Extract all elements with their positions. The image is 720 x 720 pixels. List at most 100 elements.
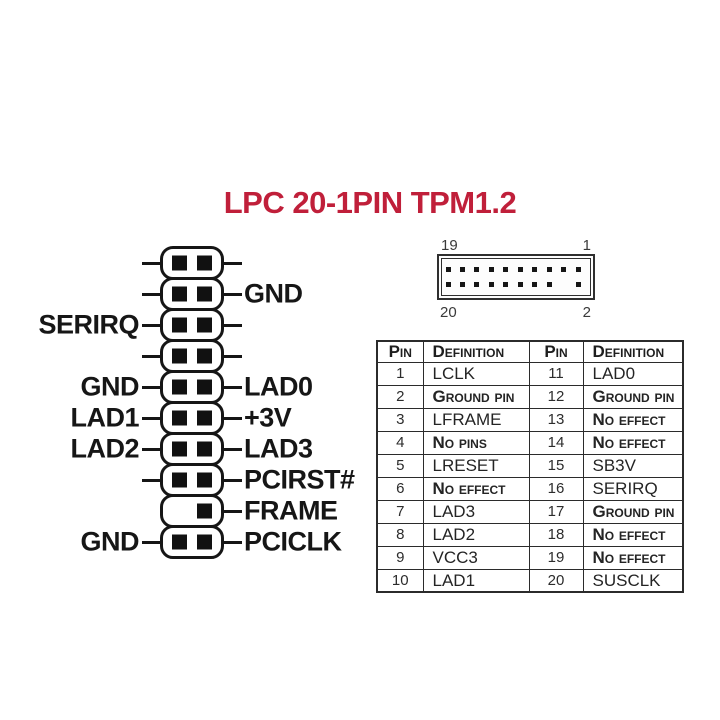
connector-diagram: 19 1 20 2 xyxy=(437,237,595,321)
pin-definition-cell: No effect xyxy=(422,476,530,501)
pin-contact-left xyxy=(172,255,187,271)
pin-definition-cell: LAD1 xyxy=(422,568,530,593)
connector-pin-dot xyxy=(445,282,451,287)
signal-label-gnd: GND xyxy=(80,526,140,557)
pin-definition-cell: VCC3 xyxy=(422,545,530,570)
wire-right xyxy=(221,416,242,420)
pin-definition-cell: No effect xyxy=(582,545,684,570)
pin-contact-left xyxy=(172,379,187,395)
pin-contact-left xyxy=(172,472,187,488)
wire-left xyxy=(142,478,163,482)
connector-pin-dot xyxy=(503,267,509,272)
pin-number-cell: 14 xyxy=(528,430,584,455)
wire-right xyxy=(221,261,242,265)
connector-pin-dot xyxy=(503,282,509,287)
signal-label-lad0: LAD0 xyxy=(244,371,313,402)
pin-definition-cell: SUSCLK xyxy=(582,568,684,593)
pin-number-cell: 12 xyxy=(528,384,584,409)
signal-label-gnd: GND xyxy=(244,278,303,309)
pin-contact-left xyxy=(172,286,187,302)
connector-body xyxy=(437,254,595,300)
pin-number-cell: 18 xyxy=(528,522,584,547)
connector-pin-dot xyxy=(546,267,552,272)
pin-number-cell: 3 xyxy=(376,407,424,432)
pin-definition-cell: SB3V xyxy=(582,453,684,478)
pin-definition-cell: SERIRQ xyxy=(582,476,684,501)
wire-right xyxy=(221,447,242,451)
pin-number-cell: 4 xyxy=(376,430,424,455)
connector-pin-dot xyxy=(532,267,538,272)
connector-inner-outline xyxy=(441,258,591,296)
pin-header-row-1 xyxy=(142,246,242,280)
pin-definition-cell: LAD3 xyxy=(422,499,530,524)
connector-pin-dot xyxy=(459,282,465,287)
pin-contact-left xyxy=(172,410,187,426)
pin-number-cell: 20 xyxy=(528,568,584,593)
col-header-definition: Definition xyxy=(582,340,684,363)
pin-number-cell: 9 xyxy=(376,545,424,570)
pin-number-cell: 15 xyxy=(528,453,584,478)
pin-contact-right xyxy=(197,441,212,457)
pin-definition-cell: No pins xyxy=(422,430,530,455)
pin-number-cell: 7 xyxy=(376,499,424,524)
pin-number-cell: 10 xyxy=(376,568,424,593)
pin-definition-cell: No effect xyxy=(582,407,684,432)
pin-number-cell: 2 xyxy=(376,384,424,409)
pin-number-cell: 17 xyxy=(528,499,584,524)
signal-label-lad1: LAD1 xyxy=(70,402,139,433)
connector-pin-dot xyxy=(561,267,567,272)
pin-definition-cell: Ground pin xyxy=(582,384,684,409)
pin-definition-cell: LRESET xyxy=(422,453,530,478)
connector-pin2-label: 2 xyxy=(582,304,591,321)
wire-right xyxy=(221,478,242,482)
wire-left xyxy=(142,385,163,389)
connector-pin-dot xyxy=(445,267,451,272)
page-title: LPC 20-1PIN TPM1.2 xyxy=(223,185,517,220)
connector-pin-dot xyxy=(546,282,552,287)
pin-definition-cell: LFRAME xyxy=(422,407,530,432)
pin-number-cell: 8 xyxy=(376,522,424,547)
wire-left xyxy=(142,261,163,265)
pin-contact-right xyxy=(197,286,212,302)
connector-pin-dot xyxy=(517,282,523,287)
pin-definition-cell: LAD2 xyxy=(422,522,530,547)
signal-label-serirq: SERIRQ xyxy=(38,309,139,340)
pin-contact-left xyxy=(172,348,187,364)
wire-right xyxy=(221,509,242,513)
connector-pin-dot xyxy=(459,267,465,272)
signal-label-pcirst: PCIRST# xyxy=(244,464,355,495)
pin-contact-right xyxy=(197,534,212,550)
connector-pin-dot xyxy=(488,282,494,287)
pin-number-cell: 19 xyxy=(528,545,584,570)
pin-contact-left xyxy=(172,534,187,550)
pin-number-cell: 11 xyxy=(528,361,584,386)
pin-contact-right xyxy=(197,503,212,519)
pin-number-cell: 1 xyxy=(376,361,424,386)
pin-header-row-2: GND xyxy=(142,277,303,311)
wire-right xyxy=(221,354,242,358)
wire-left xyxy=(142,540,163,544)
connector-pin-dot xyxy=(575,267,581,272)
connector-pin-dot xyxy=(474,267,480,272)
wire-left xyxy=(142,447,163,451)
wire-right xyxy=(221,540,242,544)
signal-label-lad3: LAD3 xyxy=(244,433,313,464)
pin-header-row-6: LAD1+3V xyxy=(70,401,292,435)
